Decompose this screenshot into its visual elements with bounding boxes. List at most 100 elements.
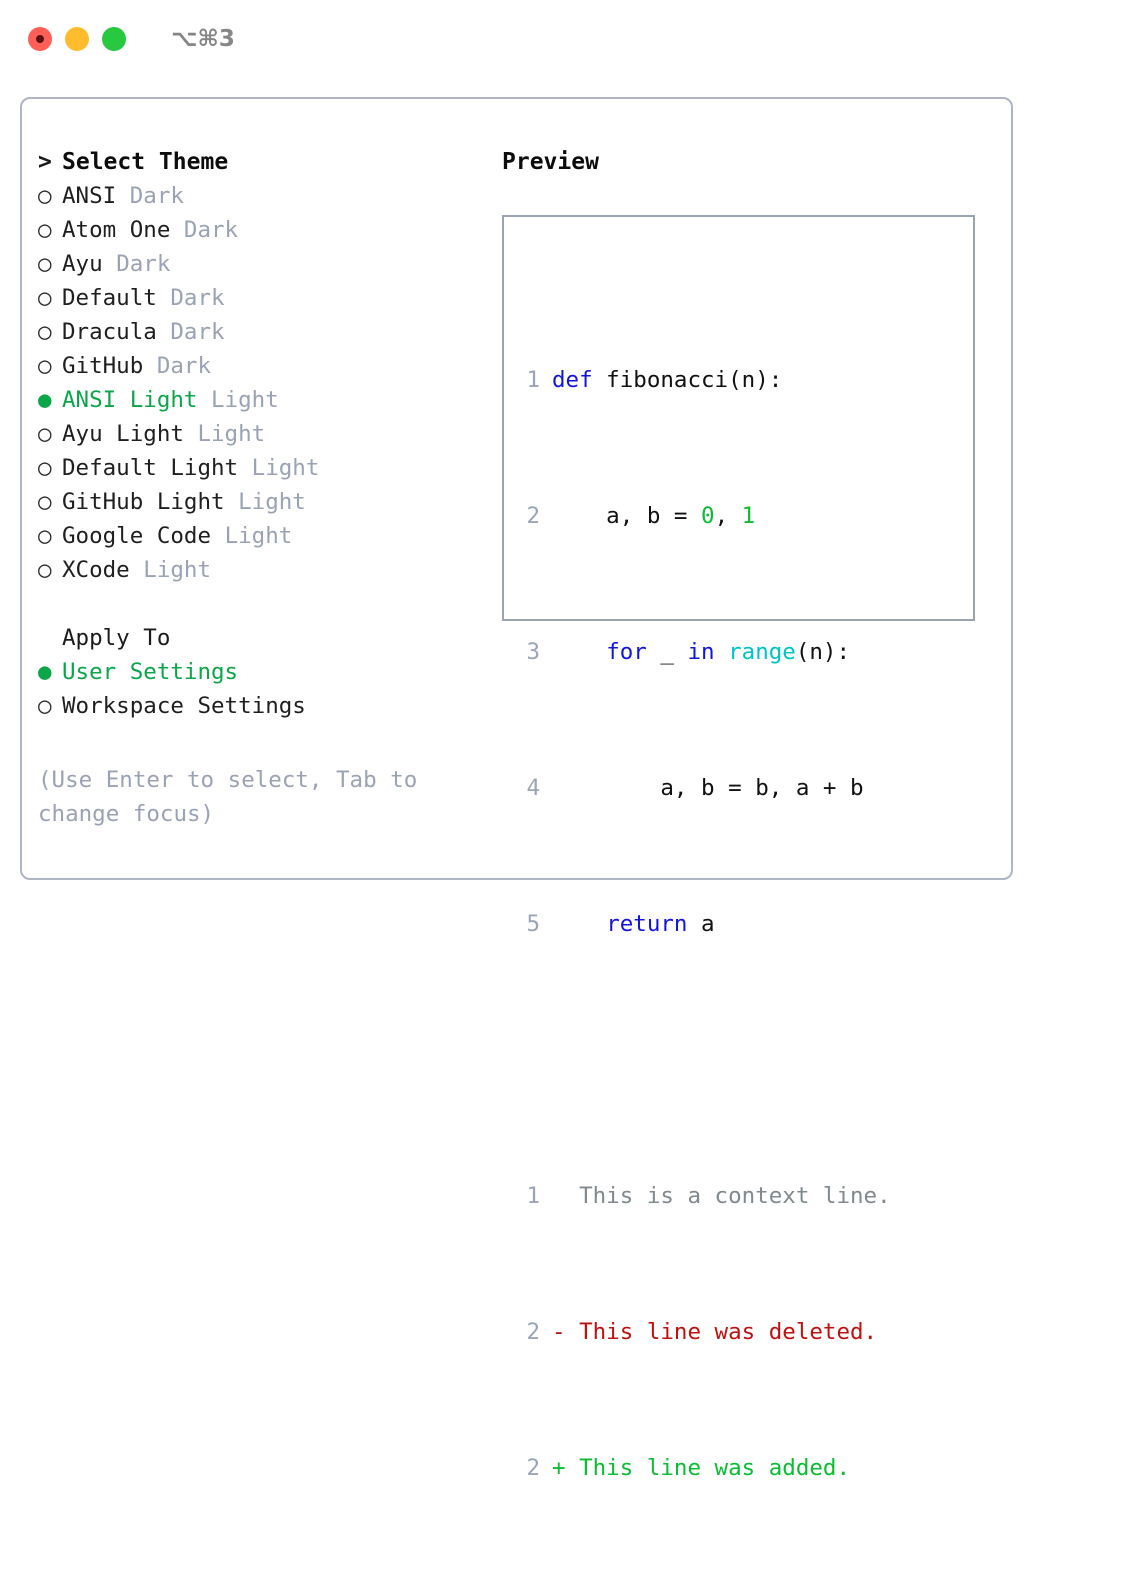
radio-unselected-icon: ○ [38, 557, 52, 583]
radio-unselected-icon: ○ [38, 523, 52, 549]
code-token: for [606, 639, 647, 665]
radio-unselected-icon: ○ [38, 183, 52, 209]
radio-unselected-icon: ○ [38, 217, 52, 243]
theme-option-label: GitHub [62, 353, 144, 379]
radio-selected-icon: ● [38, 659, 52, 685]
radio-unselected-icon: ○ [38, 251, 52, 277]
theme-option-label: Default [62, 285, 157, 311]
theme-option-kind-label: Dark [170, 285, 225, 311]
theme-option-kind-label: Dark [170, 319, 225, 345]
code-token [552, 639, 606, 665]
theme-option-kind-label: Light [211, 387, 279, 413]
theme-option-default-light[interactable]: ○Default Light Light [38, 451, 498, 485]
line-number: 2 [526, 503, 540, 529]
theme-option-kind-label: Dark [116, 251, 171, 277]
apply-to-option-workspace-settings[interactable]: ○ Workspace Settings [38, 689, 498, 723]
apply-to-option-user-settings[interactable]: ●User Settings [38, 655, 498, 689]
preview-title: Preview [502, 149, 599, 175]
theme-option-google-code[interactable]: ○Google Code Light [38, 519, 498, 553]
page-title: Select Theme [62, 149, 229, 175]
theme-option-kind-label: Light [143, 557, 212, 583]
theme-selector-heading: > Select Theme [38, 145, 498, 179]
app-window: ⌥⌘3 > Select Theme ○ANSI Dark ○ Atom One D… [0, 0, 1140, 1481]
apply-to-heading: Apply To [38, 621, 498, 655]
radio-unselected-icon: ○ [38, 455, 52, 481]
diff-line-context: 1 This is a context line. [514, 1179, 891, 1213]
line-number: 1 [526, 367, 540, 393]
apply-to-label: Apply To [62, 625, 171, 651]
code-token: a, b = [552, 503, 702, 529]
theme-option-ayu-light[interactable]: ○ Ayu Light Light [38, 417, 498, 451]
code-token: a, b = b, a + b [552, 775, 864, 801]
maximize-window-button[interactable] [102, 27, 126, 51]
theme-option-kind-label: Dark [183, 217, 239, 243]
prompt-caret-icon: > [38, 149, 52, 175]
theme-option-ansi-dark[interactable]: ○ANSI Dark [38, 179, 498, 213]
line-number: 5 [526, 911, 540, 937]
code-token: 0 [701, 503, 715, 529]
code-token: _ [646, 639, 688, 665]
radio-unselected-icon: ○ [38, 489, 52, 515]
apply-to-option-label: Workspace Settings [62, 693, 306, 719]
line-number: 2 [526, 1319, 540, 1345]
diff-line-added: 2 + This line was added. [514, 1451, 891, 1485]
theme-option-label: Dracula [62, 319, 157, 345]
radio-unselected-icon: ○ [38, 285, 52, 311]
line-number: 4 [526, 775, 540, 801]
radio-selected-icon: ● [38, 387, 52, 413]
theme-option-label: Ayu Light [62, 421, 184, 447]
diff-text: - This line was deleted. [552, 1319, 878, 1345]
radio-unselected-icon: ○ [38, 421, 52, 447]
theme-option-kind-label: Light [197, 421, 266, 447]
theme-option-xcode[interactable]: ○ XCode Light [38, 553, 498, 587]
code-token: (n): [795, 639, 851, 665]
line-number: 1 [526, 1183, 540, 1209]
theme-option-ansi-light[interactable]: ●ANSI Light Light [38, 383, 498, 417]
keyboard-hint-text: (Use Enter to select, Tab to change focu… [38, 767, 418, 827]
line-number: 2 [526, 1455, 540, 1481]
theme-option-kind-label: Light [251, 455, 320, 481]
radio-unselected-icon: ○ [38, 353, 52, 379]
code-token [715, 639, 729, 665]
code-token: in [687, 639, 715, 665]
title-bar: ⌥⌘3 [0, 0, 1140, 78]
theme-selector-column: >Select Theme ○ANSI Dark ○Atom One Dark … [38, 145, 498, 723]
code-token [552, 911, 606, 937]
theme-option-atom-one-dark[interactable]: ○ Atom One Dark [38, 213, 498, 247]
main-panel: >Select Theme ○ANSI Dark ○Atom One Dark … [20, 97, 1013, 1481]
theme-option-ayu-dark[interactable]: ○Ayu Dark [38, 247, 498, 281]
code-line: 3 for _ in range(n): [514, 635, 891, 669]
radio-unselected-icon: ○ [38, 319, 52, 345]
line-number: 3 [526, 639, 540, 665]
diff-line-deleted: 2 - This line was deleted. [514, 1315, 891, 1349]
theme-option-github-dark[interactable]: ○ GitHub Dark [38, 349, 498, 383]
code-line: 2 a, b = 0, 1 [514, 499, 891, 533]
diff-text: This is a context line. [552, 1183, 891, 1209]
code-token: range [728, 639, 796, 665]
diff-text: + This line was added. [552, 1455, 851, 1481]
close-window-button[interactable] [28, 27, 52, 51]
code-line: 4 a, b = b, a + b [514, 771, 891, 805]
code-token: , [714, 503, 742, 529]
theme-option-kind-label: Dark [156, 353, 212, 379]
window-title: ⌥⌘3 [171, 26, 235, 52]
code-blank-line [514, 1043, 891, 1077]
code-token: def [552, 367, 593, 393]
minimize-window-button[interactable] [65, 27, 89, 51]
theme-option-kind [116, 183, 130, 209]
code-token: 1 [741, 503, 756, 529]
theme-option-github-light[interactable]: ○GitHub Light Light [38, 485, 498, 519]
theme-option-default-dark[interactable]: ○ Default Dark [38, 281, 498, 315]
theme-option-kind-label: Dark [129, 183, 184, 209]
theme-option-dracula-dark[interactable]: ○ Dracula Dark [38, 315, 498, 349]
code-line: 5 return a [514, 907, 891, 941]
theme-option-label: XCode [62, 557, 130, 583]
code-token: return [606, 911, 688, 937]
theme-option-label: Atom One [62, 217, 171, 243]
theme-option-kind-label: Light [224, 523, 293, 549]
radio-unselected-icon: ○ [38, 693, 52, 719]
theme-option-kind-label: Light [238, 489, 306, 515]
section-spacer [38, 587, 498, 621]
